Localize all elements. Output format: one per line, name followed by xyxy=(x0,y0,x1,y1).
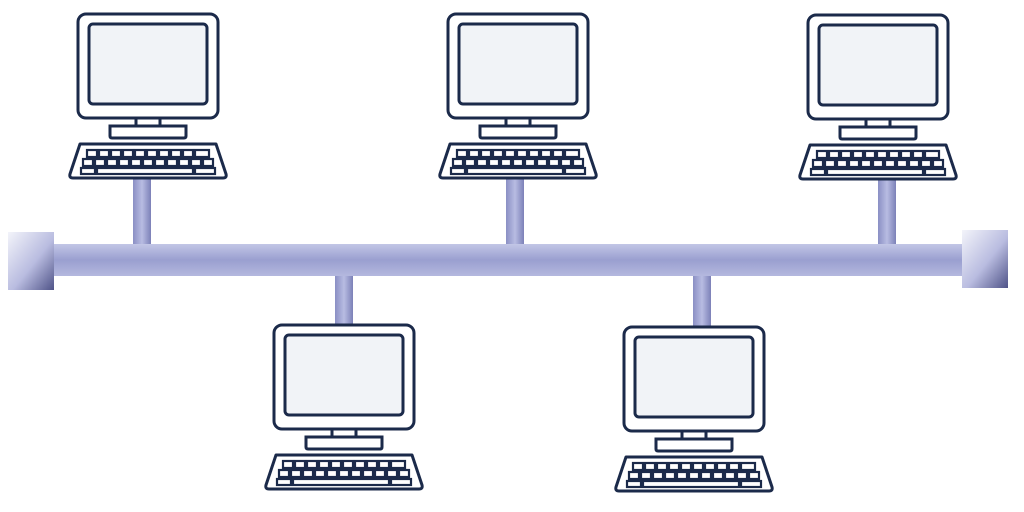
computer-3 xyxy=(798,13,958,181)
drop-cable-4 xyxy=(335,270,353,330)
drop-cable-1 xyxy=(133,176,151,246)
computer-4 xyxy=(264,323,424,491)
terminator-left xyxy=(8,232,54,290)
computer-1 xyxy=(68,12,228,180)
bus-cable xyxy=(50,244,968,276)
drop-cable-3 xyxy=(878,178,896,246)
computer-2 xyxy=(438,12,598,180)
computer-5 xyxy=(614,325,774,493)
terminator-right xyxy=(962,230,1008,288)
drop-cable-5 xyxy=(693,270,711,332)
